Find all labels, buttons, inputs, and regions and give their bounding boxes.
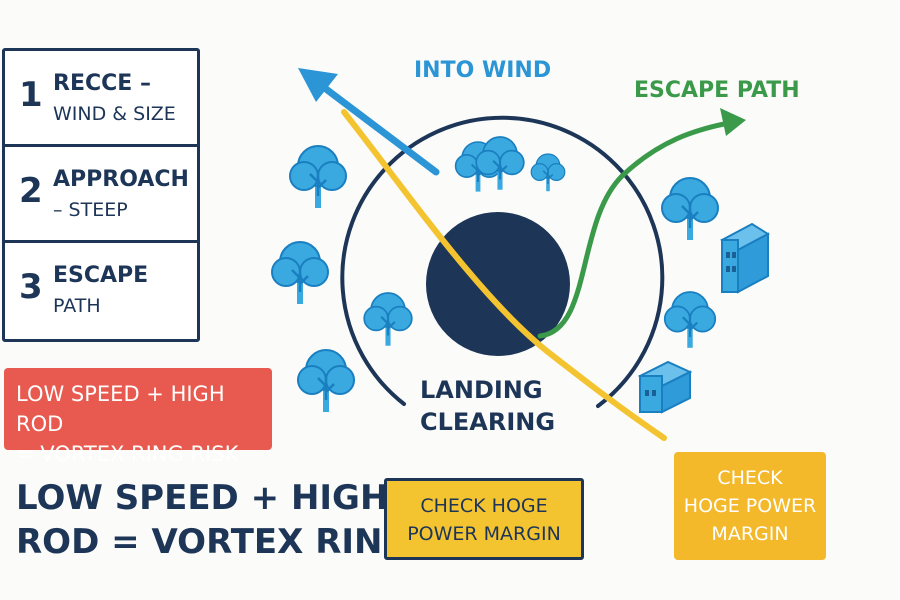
- building-icon: [637, 360, 693, 414]
- big-warning-line-2: ROD = VORTEX RING: [16, 522, 411, 562]
- hoge-card-line-1: CHECK: [717, 467, 783, 489]
- vortex-warning-text: LOW SPEED + HIGH ROD = VORTEX RING: [16, 476, 410, 564]
- tree-icon: [530, 153, 566, 192]
- step-number: 3: [19, 267, 43, 307]
- tree-icon: [296, 348, 356, 414]
- escape-path-line: [537, 121, 727, 339]
- step-3: 3 ESCAPE PATH: [5, 243, 197, 339]
- tree-icon: [660, 176, 720, 242]
- step-subtitle: PATH: [53, 295, 101, 317]
- step-1: 1 RECCE – WIND & SIZE: [5, 51, 197, 147]
- approach-path-line: [341, 109, 667, 441]
- landing-clearing-label: LANDING CLEARING: [420, 374, 556, 438]
- clearing-boundary-arc: [340, 115, 665, 408]
- wind-arrow-line: [318, 82, 440, 176]
- hoge-line-1: CHECK HOGE: [420, 495, 548, 517]
- clearing-label-line-2: CLEARING: [420, 408, 556, 436]
- clearing-label-line-1: LANDING: [420, 376, 543, 404]
- step-title: ESCAPE: [53, 263, 149, 288]
- escape-path-label: ESCAPE PATH: [634, 78, 800, 103]
- warning-line-2: = VORTEX RING RISK: [16, 442, 239, 466]
- hoge-check-card: CHECK HOGE POWER MARGIN: [674, 452, 826, 560]
- warning-line-1: LOW SPEED + HIGH ROD: [16, 382, 225, 436]
- arrow-icon: [298, 68, 338, 102]
- step-2: 2 APPROACH – STEEP: [5, 147, 197, 243]
- building-icon: [720, 222, 770, 294]
- tree-icon: [363, 291, 413, 347]
- tree-icon: [663, 290, 717, 349]
- landing-clearing: [426, 212, 570, 356]
- big-warning-line-1: LOW SPEED + HIGH: [16, 478, 389, 518]
- step-subtitle: – STEEP: [53, 199, 128, 221]
- step-title: RECCE –: [53, 71, 151, 96]
- arrow-icon: [720, 108, 746, 136]
- steps-panel: 1 RECCE – WIND & SIZE 2 APPROACH – STEEP…: [2, 48, 200, 342]
- vortex-warning-banner: LOW SPEED + HIGH ROD = VORTEX RING RISK: [4, 368, 272, 466]
- hoge-line-2: POWER MARGIN: [407, 523, 561, 545]
- step-subtitle: WIND & SIZE: [53, 103, 176, 125]
- step-title: APPROACH: [53, 167, 189, 192]
- hoge-check-box: CHECK HOGE POWER MARGIN: [384, 478, 584, 560]
- tree-icon: [270, 240, 330, 306]
- hoge-card-line-3: MARGIN: [711, 523, 789, 545]
- into-wind-label: INTO WIND: [414, 58, 552, 83]
- step-number: 1: [19, 75, 43, 115]
- tree-icon: [288, 144, 348, 210]
- step-number: 2: [19, 171, 43, 211]
- hoge-card-line-2: HOGE POWER: [683, 495, 817, 517]
